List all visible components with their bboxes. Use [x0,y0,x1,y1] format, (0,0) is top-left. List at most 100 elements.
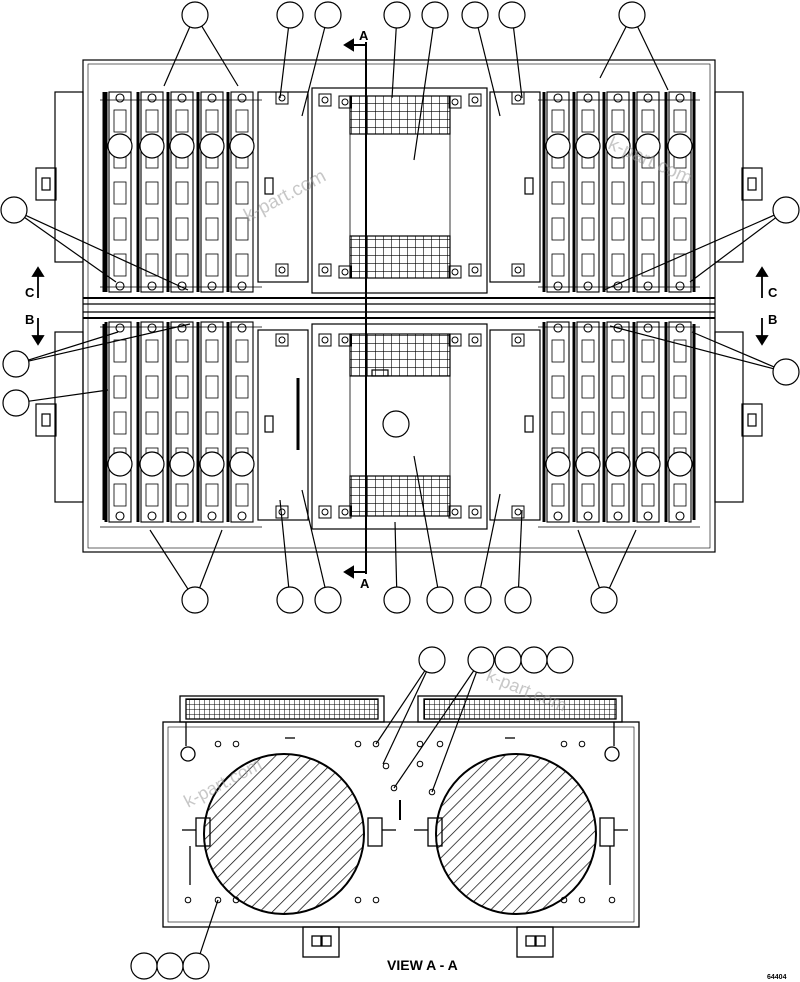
section-mark-c-left: C [25,285,35,300]
core-slot [205,339,219,363]
core-slot [673,181,687,205]
core-column [170,91,194,293]
fastener [275,333,289,347]
fastener [511,333,525,347]
leader-line [577,529,601,589]
item-bubble [575,451,601,477]
center-shroud-lower [311,323,488,530]
core-column [140,91,164,293]
core-slot [175,339,189,363]
leader-line [603,214,775,291]
leader-line [480,493,501,588]
leader-line [301,27,326,117]
core-slot [205,483,219,507]
left-tab-lower [35,403,57,437]
bolt [675,93,685,103]
core-slot [551,181,565,205]
core-slot [175,483,189,507]
hole [214,896,222,904]
radiator-module [538,91,700,293]
core-slot [113,109,127,133]
radiator-modules [100,91,700,528]
bolt [553,323,563,333]
leader-line [201,25,239,87]
fan-clamp-left-a [195,817,211,847]
top-grille-left [179,695,385,723]
fastener [318,93,332,107]
fastener [448,265,462,279]
radiator-module [538,321,700,528]
core-column [170,321,194,523]
lift-eye-right [604,746,620,762]
core-slot [145,339,159,363]
fastener [338,505,352,519]
balloon-circle [772,196,800,224]
bolt [237,323,247,333]
section-mark-b-right: B [768,312,777,327]
core-slot [581,181,595,205]
core-slot [113,253,127,277]
fastener [468,93,482,107]
leader-line [28,323,191,362]
item-bubble [545,133,571,159]
core-slot [581,339,595,363]
bolt [675,511,685,521]
bolt [643,93,653,103]
center-clip [371,369,389,377]
mount-foot-left [302,926,340,958]
item-bubble [229,451,255,477]
section-mark-a-bottom: A [360,576,370,591]
leader-line [413,27,434,161]
bolt [583,93,593,103]
bolt [177,93,187,103]
callout-balloon [603,196,800,291]
balloon-circle [461,1,489,29]
item-bubble [667,451,693,477]
hole [578,896,586,904]
fastener [511,263,525,277]
bolt [207,281,217,291]
fastener [448,333,462,347]
core-slot [235,483,249,507]
section-mark-a-top: A [359,28,369,43]
hole [436,740,444,748]
section-view-a-a [162,695,640,958]
fan-right [435,753,597,915]
core-column [230,321,254,523]
core-slot [611,411,625,435]
balloon-circle [182,952,210,980]
item-bubble [169,451,195,477]
core-slot [235,217,249,241]
leader-line [517,509,523,588]
lift-eye-left [180,746,196,762]
hole [608,896,616,904]
balloon-circle [618,1,646,29]
balloon-circle [276,1,304,29]
callout-balloon [182,899,219,980]
core-slot [611,483,625,507]
fastener [275,91,289,105]
item-bubble [635,133,661,159]
balloon-circle [130,952,158,980]
core-slot [551,253,565,277]
item-bubble [199,133,225,159]
core-slot [673,375,687,399]
balloon-circle [314,586,342,614]
core-slot [551,483,565,507]
core-slot [113,375,127,399]
core-slot [205,375,219,399]
callout-balloon [546,646,574,674]
core-slot [235,253,249,277]
core-column [606,91,630,293]
core-slot [673,109,687,133]
core-slot [581,411,595,435]
view-frame [162,721,640,928]
core-slot [235,181,249,205]
view-bolts [184,740,616,904]
bolt [237,281,247,291]
bolt [675,323,685,333]
core-slot [551,339,565,363]
core-slot [235,411,249,435]
core-slot [175,181,189,205]
core-slot [611,375,625,399]
